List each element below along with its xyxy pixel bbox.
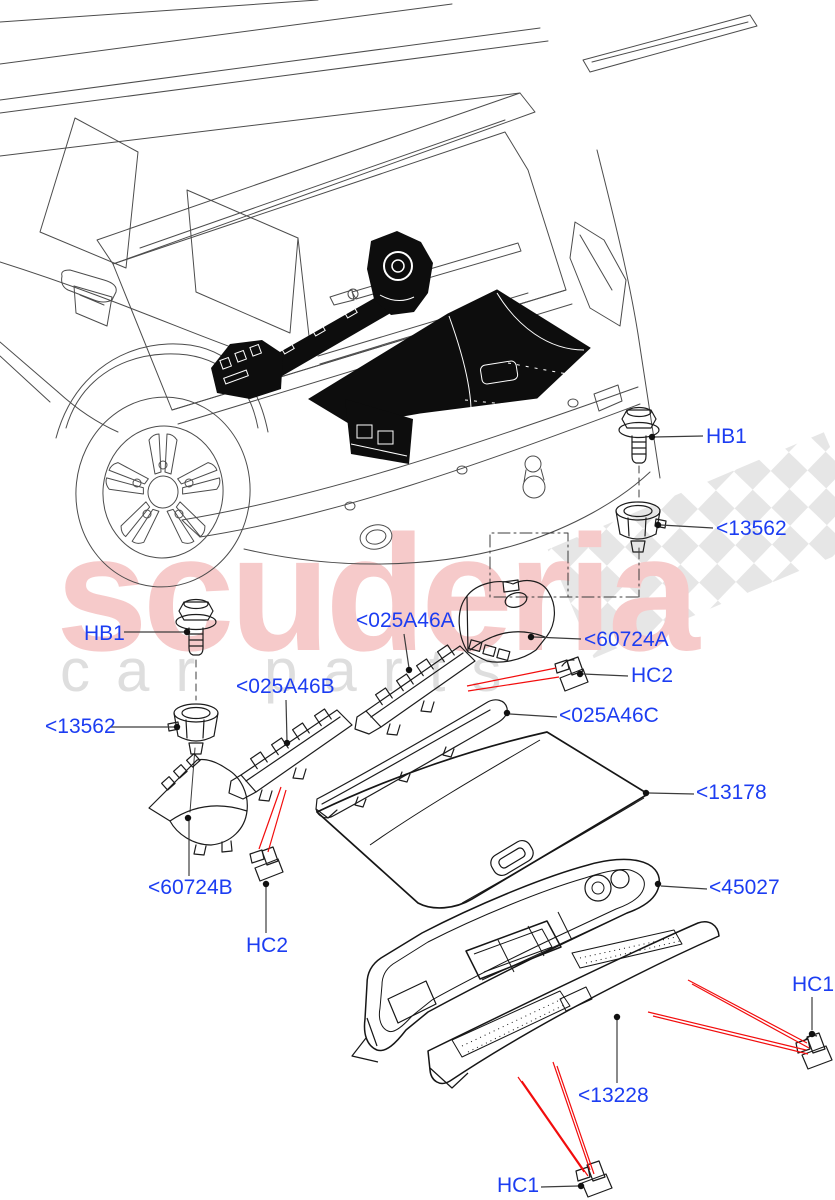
watermark-flag (547, 432, 835, 659)
clip-hc1-left (575, 1160, 613, 1198)
clip-hc1-right (795, 1032, 833, 1070)
part-label-025a46b[interactable]: <025A46B (236, 675, 335, 698)
part-label-025a46a[interactable]: <025A46A (356, 609, 455, 632)
part-label-hc2-right[interactable]: HC2 (631, 664, 674, 687)
panel-13178 (316, 731, 649, 909)
part-label-60724b[interactable]: <60724B (148, 876, 233, 899)
watermark-subtitle: car parts (60, 637, 527, 704)
watermark-brand: scuderia (56, 501, 701, 685)
bracket-60724a (458, 579, 555, 663)
scuff-plate-13228 (427, 921, 720, 1089)
leader-dots (173, 433, 816, 1190)
part-label-hc1-left[interactable]: HC1 (497, 1174, 540, 1197)
bolt-hb1-left (175, 598, 217, 656)
assembly-axis-lines (189, 465, 640, 813)
highlighted-cargo-floor (308, 289, 591, 464)
part-label-hb1-left[interactable]: HB1 (84, 622, 125, 645)
bolt-hb1-right (618, 406, 660, 464)
part-label-45027[interactable]: <45027 (709, 876, 780, 899)
leader-lines (110, 435, 813, 1188)
part-label-hc2-left[interactable]: HC2 (246, 934, 289, 957)
part-label-hb1-right[interactable]: HB1 (706, 425, 747, 448)
part-label-60724a[interactable]: <60724A (584, 628, 669, 651)
highlighted-cross-rail (211, 231, 433, 399)
bracket-60724b (148, 753, 248, 856)
part-label-13562-right[interactable]: <13562 (716, 517, 787, 540)
part-label-025a46c[interactable]: <025A46C (559, 704, 659, 727)
part-label-13178[interactable]: <13178 (696, 781, 767, 804)
clip-hc2-left (249, 846, 284, 882)
rail-025a46a (354, 644, 476, 736)
rail-025a46b (228, 708, 353, 802)
part-label-13228[interactable]: <13228 (578, 1084, 649, 1107)
red-pointer-lines (258, 667, 810, 1177)
clip-hc2-right (554, 656, 589, 692)
trim-025a46c (315, 699, 508, 819)
trim-45027 (351, 858, 661, 1063)
part-label-13562-left[interactable]: <13562 (45, 715, 116, 738)
part-label-hc1-right[interactable]: HC1 (792, 973, 835, 996)
